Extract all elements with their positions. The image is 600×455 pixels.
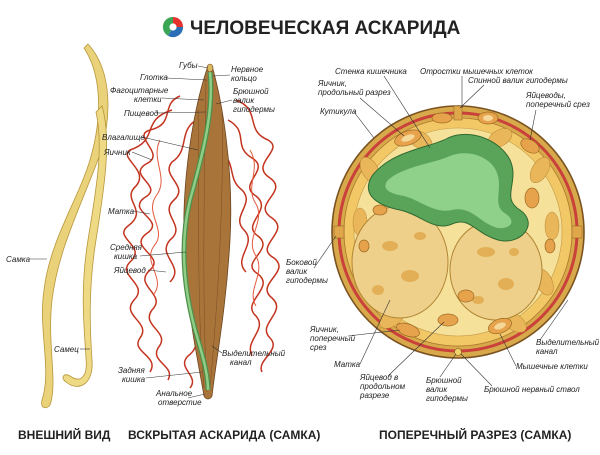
label-anal-2: отверстие [158, 398, 202, 407]
page-title: ЧЕЛОВЕЧЕСКАЯ АСКАРИДА [190, 18, 461, 39]
label-uterus-cross: Матка [334, 360, 361, 369]
label-midgut-1: Средняя [110, 243, 143, 252]
label-ovary: Яичник [103, 148, 132, 157]
label-midgut-2: кишка [114, 252, 138, 261]
label-ovary-cross-2: поперечный [310, 334, 356, 343]
label-pharynx: Глотка [140, 73, 168, 82]
label-ventral-cross-1: Брюшной [426, 376, 462, 385]
cross-section: Стенка кишечника Отростки мышечных клето… [286, 67, 600, 403]
label-excretory-1: Выделительный [222, 349, 286, 358]
label-female: Самка [6, 255, 31, 264]
label-lips: Губы [179, 61, 198, 70]
label-ventral-cross-2: валик [426, 385, 448, 394]
label-ovary-cross-1: Яичник, [309, 325, 339, 334]
label-lateral-1: Боковой [286, 258, 317, 267]
label-anal-1: Анальное [155, 389, 193, 398]
logo-icon [162, 16, 184, 38]
label-nerve-ring-2: кольцо [231, 74, 257, 83]
ventral-nerve-icon [454, 348, 462, 356]
label-oviduct-long-1: Яйцевод в [359, 373, 398, 382]
label-dorsal-hypodermis: Спинной валик гиподермы [468, 76, 568, 85]
female-worm [41, 43, 109, 409]
label-phagocytic-1: Фагоцитарные [110, 86, 169, 95]
label-muscle-cells: Мышечные клетки [516, 362, 588, 371]
external-view: Самка Самец [6, 43, 109, 409]
label-oviduct-long-2: продольном [360, 382, 406, 391]
label-uterus: Матка [108, 207, 135, 216]
label-gut-wall: Стенка кишечника [335, 67, 407, 76]
label-hindgut-2: кишка [122, 375, 146, 384]
caption-opened: ВСКРЫТАЯ АСКАРИДА (САМКА) [128, 428, 320, 442]
caption-external: ВНЕШНИЙ ВИД [18, 427, 111, 442]
label-vagina: Влагалище [102, 133, 145, 142]
label-lateral-2: валик [286, 267, 308, 276]
label-nerve-ring-1: Нервное [231, 65, 264, 74]
label-excretory-2: канал [230, 358, 252, 367]
label-male: Самец [54, 345, 79, 354]
label-oviducts-cross-2: поперечный срез [526, 100, 590, 109]
caption-cross-section: ПОПЕРЕЧНЫЙ РАЗРЕЗ (САМКА) [379, 427, 571, 442]
opened-worm: Губы Глотка Фагоцитарные клетки Пищевод … [102, 61, 286, 407]
label-ovary-long-1: Яичник, [317, 79, 347, 88]
label-ventral-cross-3: гиподермы [426, 394, 468, 403]
label-oviduct-long-3: разрезе [359, 391, 390, 400]
label-muscle-processes: Отростки мышечных клеток [420, 67, 534, 76]
label-oviduct: Яйцевод [113, 266, 146, 275]
label-oviducts-cross-1: Яйцеводы, [525, 91, 566, 100]
label-excretory-cross-2: канал [536, 347, 558, 356]
label-phagocytic-2: клетки [134, 95, 162, 104]
reproductive-tubes [123, 95, 280, 389]
label-lateral-3: гиподермы [286, 276, 328, 285]
label-hindgut-1: Задняя [118, 366, 145, 375]
label-excretory-cross-1: Выделительный [536, 338, 600, 347]
male-worm [62, 105, 108, 387]
header: ЧЕЛОВЕЧЕСКАЯ АСКАРИДА [162, 16, 461, 39]
label-ventral-nerve: Брюшной нервный ствол [484, 385, 580, 394]
label-ovary-cross-3: срез [310, 343, 327, 352]
label-ventral-3: гиподермы [233, 105, 275, 114]
label-cuticle: Кутикула [320, 107, 357, 116]
label-ovary-long-2: продольный разрез [318, 88, 391, 97]
label-esophagus: Пищевод [124, 109, 159, 118]
label-ventral-2: валик [233, 96, 255, 105]
label-ventral-1: Брюшной [233, 87, 269, 96]
